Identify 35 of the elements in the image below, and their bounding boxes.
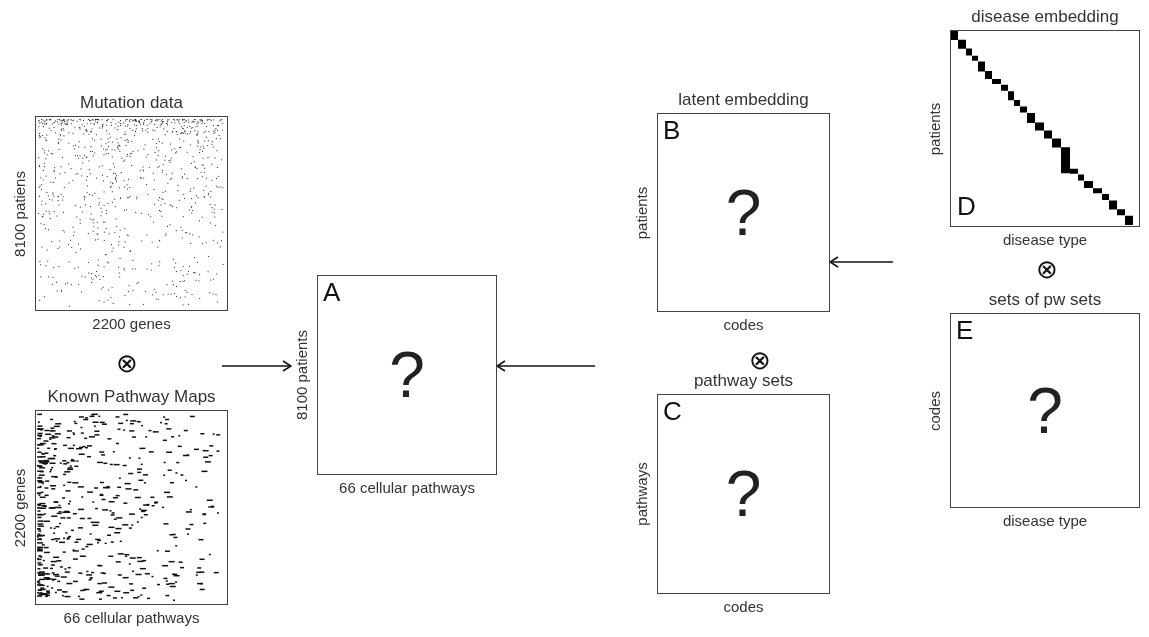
panel-letter: D <box>957 191 976 222</box>
axis-label: codes <box>723 316 764 333</box>
axis-label: 66 cellular pathways <box>63 609 200 626</box>
panel-letter: B <box>663 115 681 146</box>
operator-symbol: ⊗ <box>749 347 771 373</box>
axis-label: 8100 patients <box>293 329 310 421</box>
axis-label: patients <box>926 102 943 155</box>
panel-letter: E <box>956 315 974 346</box>
axis-label: codes <box>723 598 764 615</box>
question-mark: ? <box>725 462 762 526</box>
axis-label: 8100 patiens <box>11 170 28 257</box>
arrow <box>221 360 292 372</box>
axis-label: disease type <box>1002 231 1088 248</box>
matrix-title: pathway sets <box>693 371 794 391</box>
panel-letter: A <box>323 277 341 308</box>
axis-label: disease type <box>1002 512 1088 529</box>
question-mark: ? <box>389 343 425 407</box>
question-mark: ? <box>1027 378 1063 443</box>
axis-label: codes <box>926 390 943 431</box>
axis-label: pathways <box>633 462 650 526</box>
axis-label: 2200 genes <box>11 468 28 547</box>
operator-symbol: ⊗ <box>116 350 138 376</box>
arrow <box>496 360 596 372</box>
axis-label: 66 cellular pathways <box>339 479 475 496</box>
matrix-title: latent embedding <box>678 90 809 110</box>
operator-symbol: ⊗ <box>1036 256 1058 282</box>
matrix-title: sets of pw sets <box>988 290 1102 310</box>
panel-letter: C <box>663 396 682 427</box>
matrix-title: Known Pathway Maps <box>47 387 216 407</box>
matrix-title: Mutation data <box>80 93 183 113</box>
question-mark: ? <box>725 180 762 245</box>
arrow <box>829 256 894 268</box>
axis-label: patients <box>633 186 650 239</box>
axis-label: 2200 genes <box>92 315 171 332</box>
matrix-title: disease embedding <box>971 7 1119 27</box>
